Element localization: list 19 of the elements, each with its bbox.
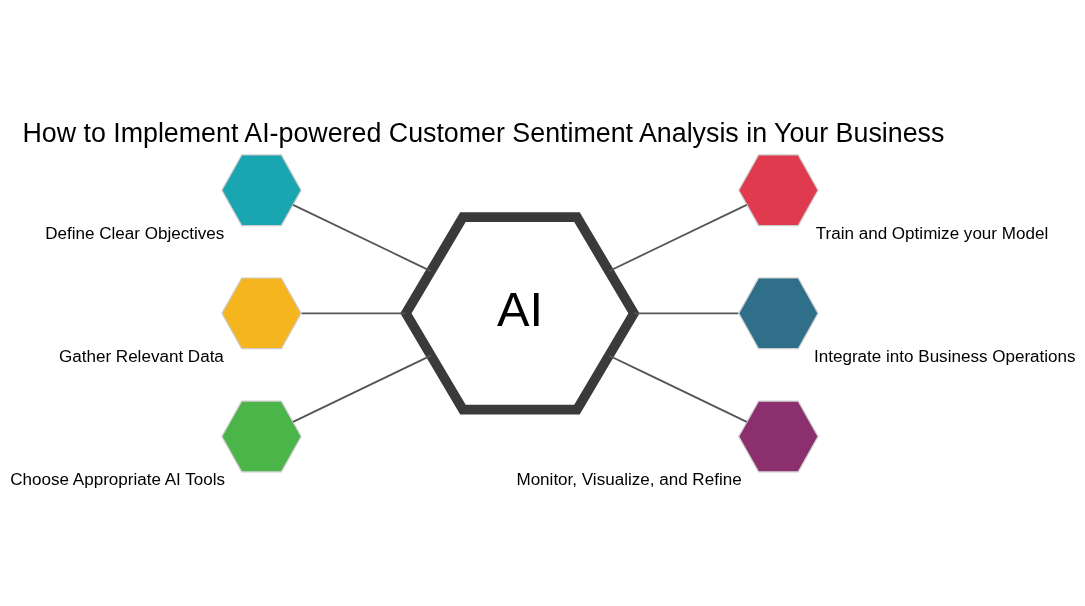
node-hexagon [738,154,819,227]
connector [300,312,407,315]
connector [608,203,748,272]
connector [633,312,740,315]
connector [292,203,432,272]
node-label: Monitor, Visualize, and Refine [516,470,742,490]
node-hexagon [738,277,819,350]
node-hexagon [221,154,302,227]
node-label: Choose Appropriate AI Tools [10,470,226,490]
node-label: Define Clear Objectives [45,224,225,244]
node-label: Gather Relevant Data [58,347,224,367]
diagram-title: How to Implement AI-powered Customer Sentiment Analysis in Your Business [22,118,945,149]
connector [608,354,748,423]
connector [292,354,432,423]
node-hexagon [221,277,302,350]
node-label: Train and Optimize your Model [815,224,1049,244]
node-hexagon [738,400,819,473]
node-hexagon [221,400,302,473]
node-label: Integrate into Business Operations [814,347,1076,367]
